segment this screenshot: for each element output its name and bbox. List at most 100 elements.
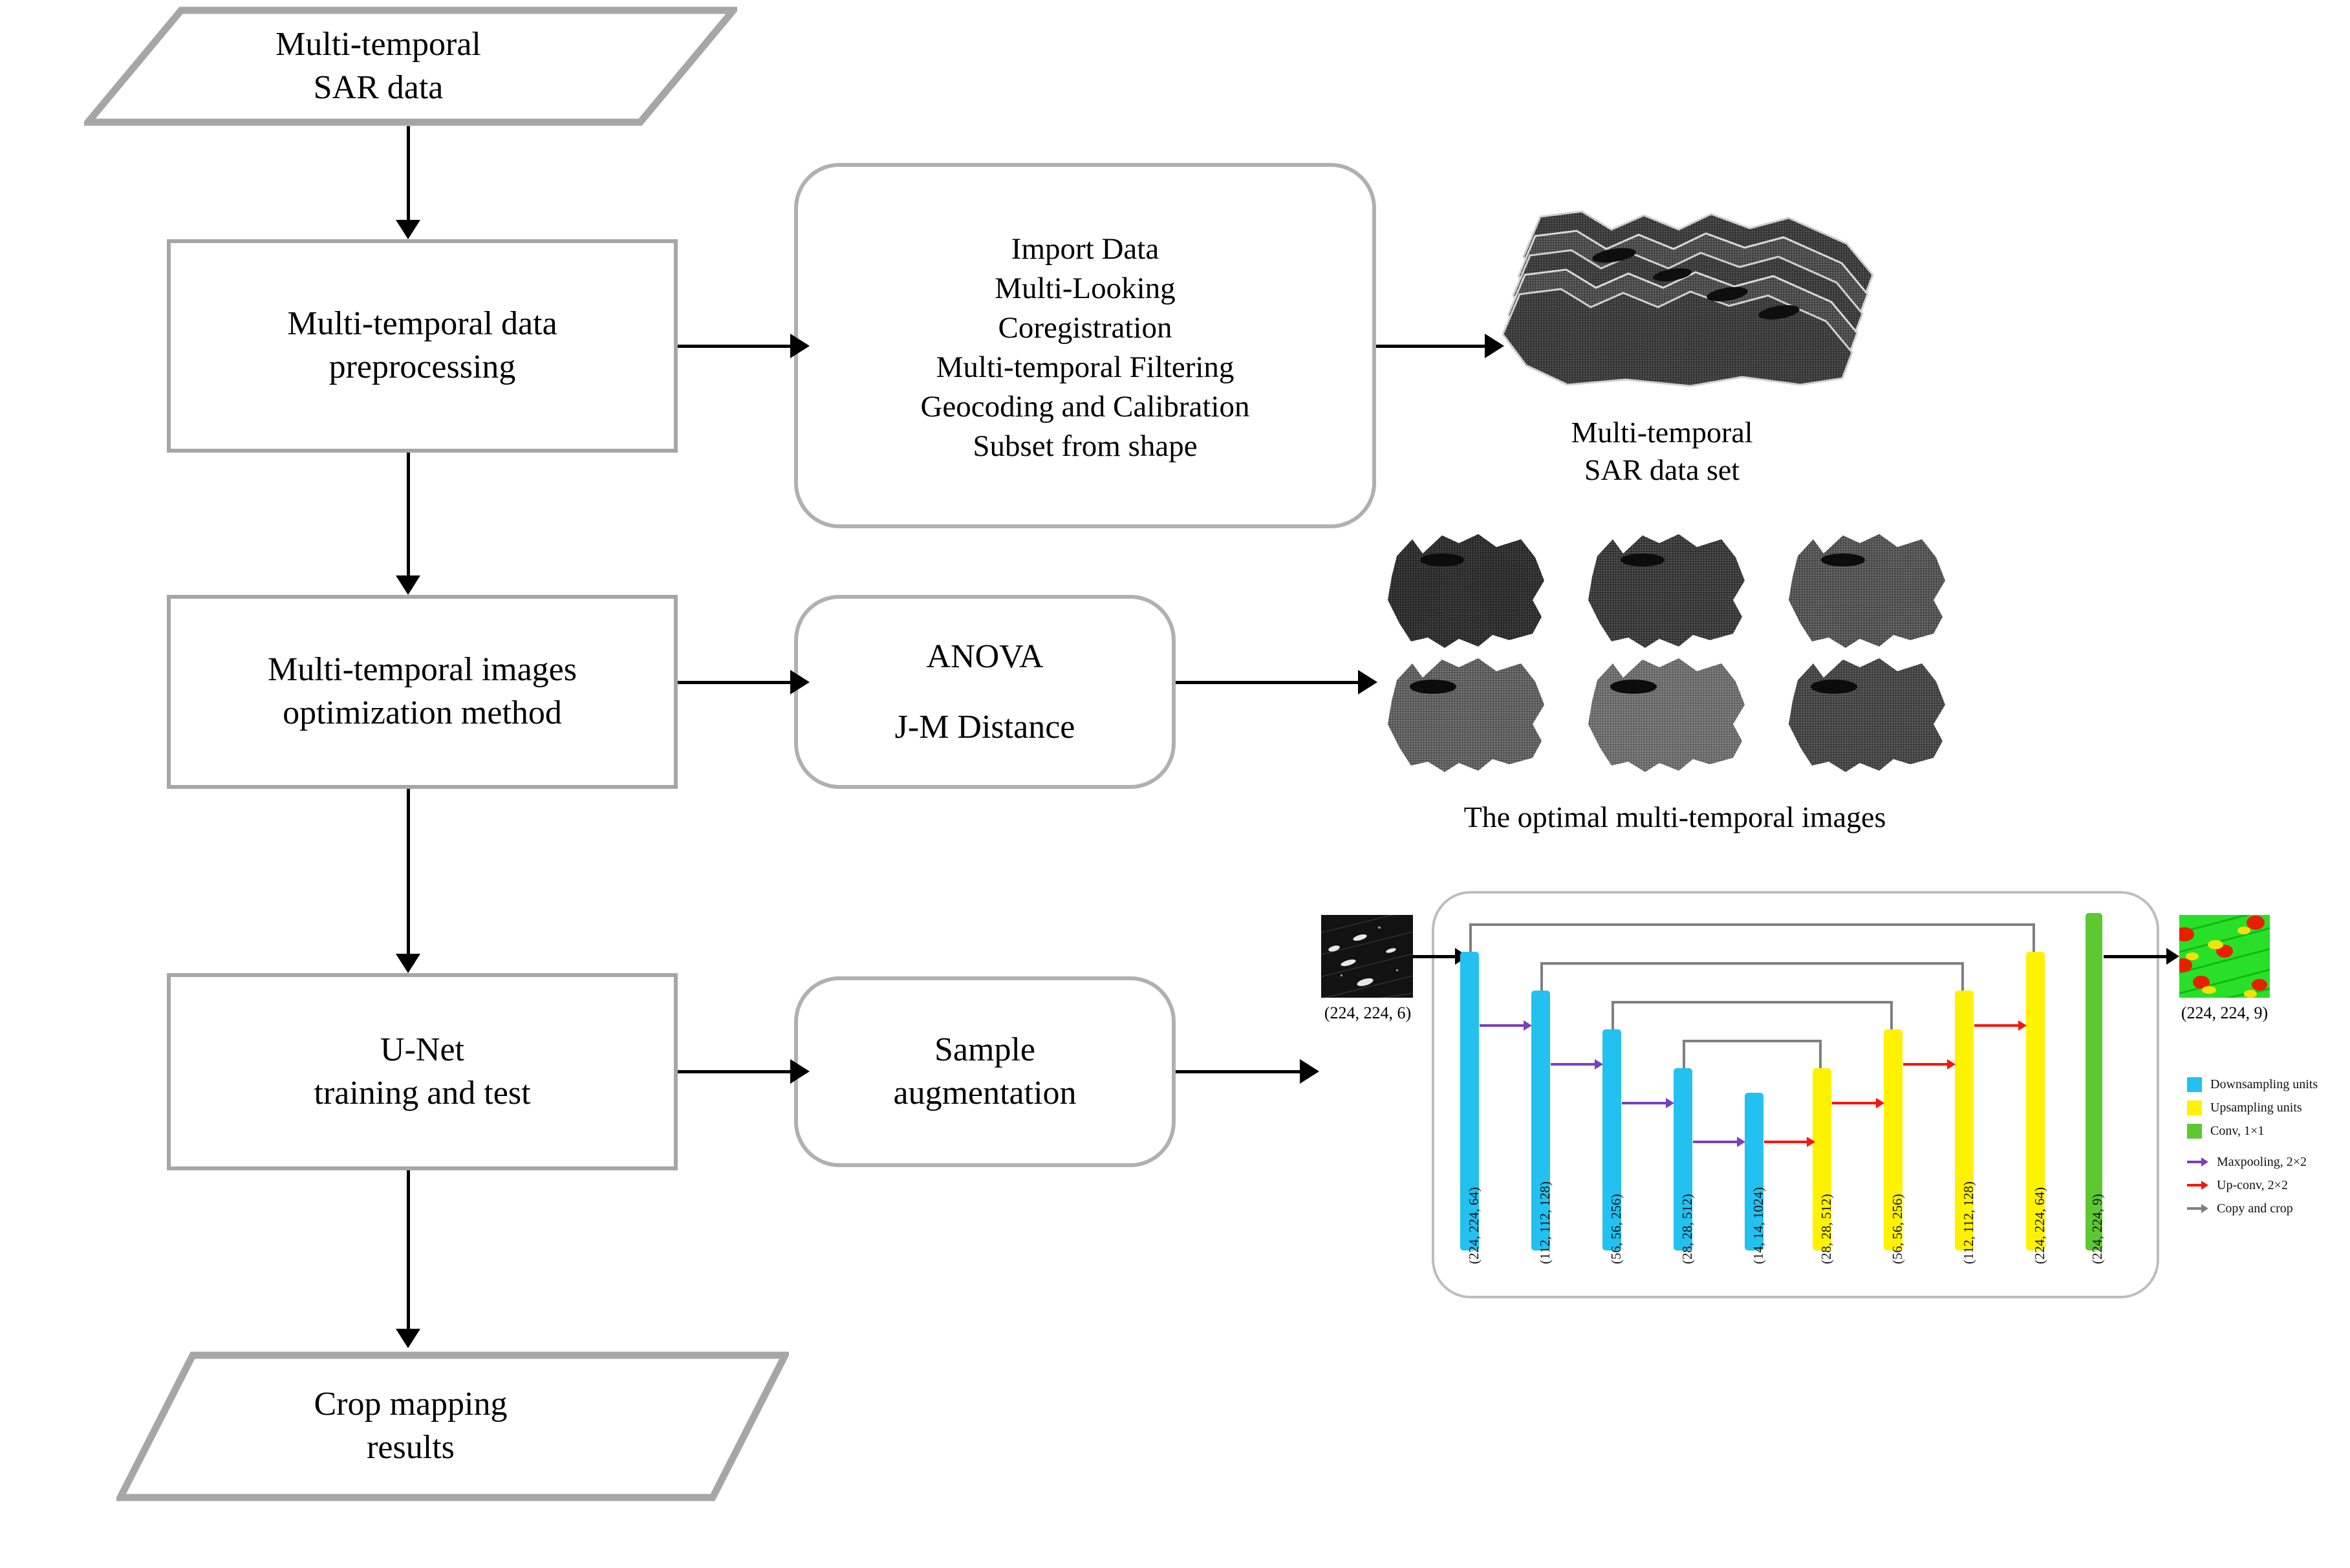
- unet-bar-label: (224, 224, 64): [1466, 1187, 1482, 1264]
- arrow-optimization-to-unet: [407, 789, 410, 960]
- optimization-method-item: ANOVA: [926, 638, 1044, 675]
- copy-crop-connector: [2032, 923, 2035, 954]
- up-conv-arrow: [1764, 1137, 1816, 1147]
- unet-bar-down-2: [1531, 991, 1550, 1251]
- unet-bar-label: (56, 56, 256): [1608, 1194, 1624, 1265]
- copy-crop-arrow-icon: [2187, 1203, 2210, 1214]
- unet-bar-conv-1x1: [2086, 913, 2102, 1251]
- arrow-into-unet: [1413, 955, 1460, 958]
- legend-item-downsampling: Downsampling units: [2187, 1073, 2318, 1095]
- copy-crop-connector: [1890, 1001, 1893, 1032]
- preprocessing-step-item: Multi-temporal Filtering: [936, 350, 1234, 384]
- maxpooling-arrow: [1551, 1059, 1604, 1069]
- copy-crop-connector: [1612, 1001, 1614, 1040]
- arrow-input-to-preprocessing: [407, 126, 410, 226]
- arrow-unet-to-results: [407, 1170, 410, 1335]
- arrow-optimization-to-methods: [678, 681, 794, 684]
- legend-item-upsampling: Upsampling units: [2187, 1097, 2318, 1119]
- arrow-unet-to-output: [2104, 955, 2172, 958]
- maxpooling-arrow-icon: [2187, 1157, 2210, 1167]
- optimization-method-item: J-M Distance: [894, 709, 1075, 746]
- unet-output-classification-image: [2179, 915, 2270, 998]
- copy-crop-connector: [1540, 962, 1964, 965]
- optimization-label: Multi-temporal images optimization metho…: [267, 651, 577, 731]
- maxpooling-arrow: [1480, 1020, 1533, 1031]
- sar-dataset-stack-image: [1485, 210, 1937, 407]
- unet-bar-label: (224, 224, 9): [2089, 1194, 2105, 1265]
- legend-item-copycrop: Copy and crop: [2187, 1197, 2318, 1219]
- optimization-methods-box: [794, 595, 1176, 789]
- downsampling-swatch-icon: [2187, 1077, 2202, 1092]
- legend-label: Copy and crop: [2217, 1201, 2293, 1216]
- unet-bar-label: (112, 112, 128): [1961, 1181, 1976, 1264]
- up-conv-arrow: [1974, 1020, 2027, 1031]
- preprocessing-step-item: Multi-Looking: [995, 271, 1176, 305]
- up-conv-arrow-icon: [2187, 1180, 2210, 1190]
- unet-bar-down-1: [1460, 952, 1479, 1251]
- unet-bar-down-5: [1745, 1093, 1763, 1251]
- arrow-input-to-preprocessing-head: [396, 220, 420, 239]
- preprocessing-step-item: Geocoding and Calibration: [920, 390, 1250, 424]
- arrow-augmentation-to-unet-architecture-head: [1300, 1059, 1319, 1084]
- arrow-unet-to-results-head: [396, 1329, 420, 1348]
- arrow-preprocessing-to-steps-head: [790, 334, 810, 358]
- unet-legend: Downsampling units Upsampling units Conv…: [2187, 1073, 2318, 1221]
- unet-bar-label: (224, 224, 64): [2032, 1187, 2047, 1264]
- conv-swatch-icon: [2187, 1123, 2202, 1139]
- copy-crop-connector: [1469, 923, 1472, 959]
- arrow-unet-to-augmentation: [678, 1070, 794, 1073]
- augmentation-label: Sample augmentation: [893, 1031, 1077, 1112]
- unet-bar-up-4: [2026, 952, 2045, 1251]
- arrow-preprocessing-to-steps: [678, 345, 794, 348]
- legend-item-upconv: Up-conv, 2×2: [2187, 1174, 2318, 1196]
- unet-training-label: U-Net training and test: [314, 1031, 531, 1112]
- copy-crop-connector: [1612, 1001, 1893, 1004]
- unet-bar-label: (112, 112, 128): [1537, 1181, 1553, 1264]
- legend-item-maxpooling: Maxpooling, 2×2: [2187, 1151, 2318, 1173]
- arrow-unet-to-augmentation-head: [790, 1059, 810, 1084]
- arrow-preprocessing-to-optimization: [407, 453, 410, 582]
- optimal-images-grid: [1371, 530, 1979, 795]
- unet-bar-label: (14, 14, 1024): [1751, 1187, 1766, 1264]
- arrow-steps-to-sar-dataset: [1376, 345, 1489, 348]
- output-results-label: Crop mapping results: [314, 1386, 508, 1466]
- preprocessing-step-item: Coregistration: [998, 310, 1172, 345]
- unet-input-shape-label: (224, 224, 6): [1324, 1004, 1412, 1022]
- output-results-parallelogram: [116, 1351, 789, 1501]
- preprocessing-box: [167, 239, 678, 453]
- sar-dataset-caption: Multi-temporal SAR data set: [1571, 416, 1753, 486]
- unet-bar-down-4: [1674, 1068, 1692, 1251]
- legend-label: Up-conv, 2×2: [2217, 1177, 2288, 1192]
- legend-label: Conv, 1×1: [2210, 1123, 2265, 1138]
- arrow-methods-to-optimal-images: [1176, 681, 1363, 684]
- unet-input-patch-image: [1321, 915, 1413, 998]
- input-data-parallelogram: [84, 6, 737, 126]
- legend-item-conv: Conv, 1×1: [2187, 1120, 2318, 1142]
- arrow-augmentation-to-unet-architecture: [1176, 1070, 1305, 1073]
- copy-crop-connector: [1683, 1040, 1822, 1042]
- preprocessing-steps-list: Import Data Multi-Looking Coregistration…: [801, 180, 1370, 516]
- unet-bar-up-2: [1884, 1029, 1903, 1251]
- arrow-steps-to-sar-dataset-head: [1485, 334, 1504, 358]
- arrow-optimization-to-methods-head: [790, 670, 810, 694]
- unet-training-box: [167, 973, 678, 1170]
- maxpooling-arrow: [1622, 1098, 1675, 1108]
- arrow-preprocessing-to-optimization-head: [396, 575, 420, 595]
- copy-crop-connector: [1819, 1040, 1822, 1071]
- copy-crop-connector: [1683, 1040, 1685, 1079]
- up-conv-arrow: [1832, 1098, 1885, 1108]
- up-conv-arrow: [1903, 1059, 1956, 1069]
- input-data-label: Multi-temporal SAR data: [275, 26, 481, 106]
- preprocessing-steps-box: [794, 163, 1376, 528]
- copy-crop-connector: [1961, 962, 1964, 993]
- unet-bar-label: (28, 28, 512): [1679, 1194, 1695, 1265]
- legend-label: Upsampling units: [2210, 1100, 2302, 1115]
- unet-bar-label: (28, 28, 512): [1818, 1194, 1834, 1265]
- unet-bar-up-1: [1813, 1068, 1831, 1251]
- optimization-box: [167, 595, 678, 789]
- legend-label: Maxpooling, 2×2: [2217, 1154, 2307, 1169]
- arrow-optimization-to-unet-head: [396, 954, 420, 973]
- optimization-methods-list: ANOVA J-M Distance: [801, 605, 1169, 779]
- copy-crop-connector: [1469, 923, 2035, 926]
